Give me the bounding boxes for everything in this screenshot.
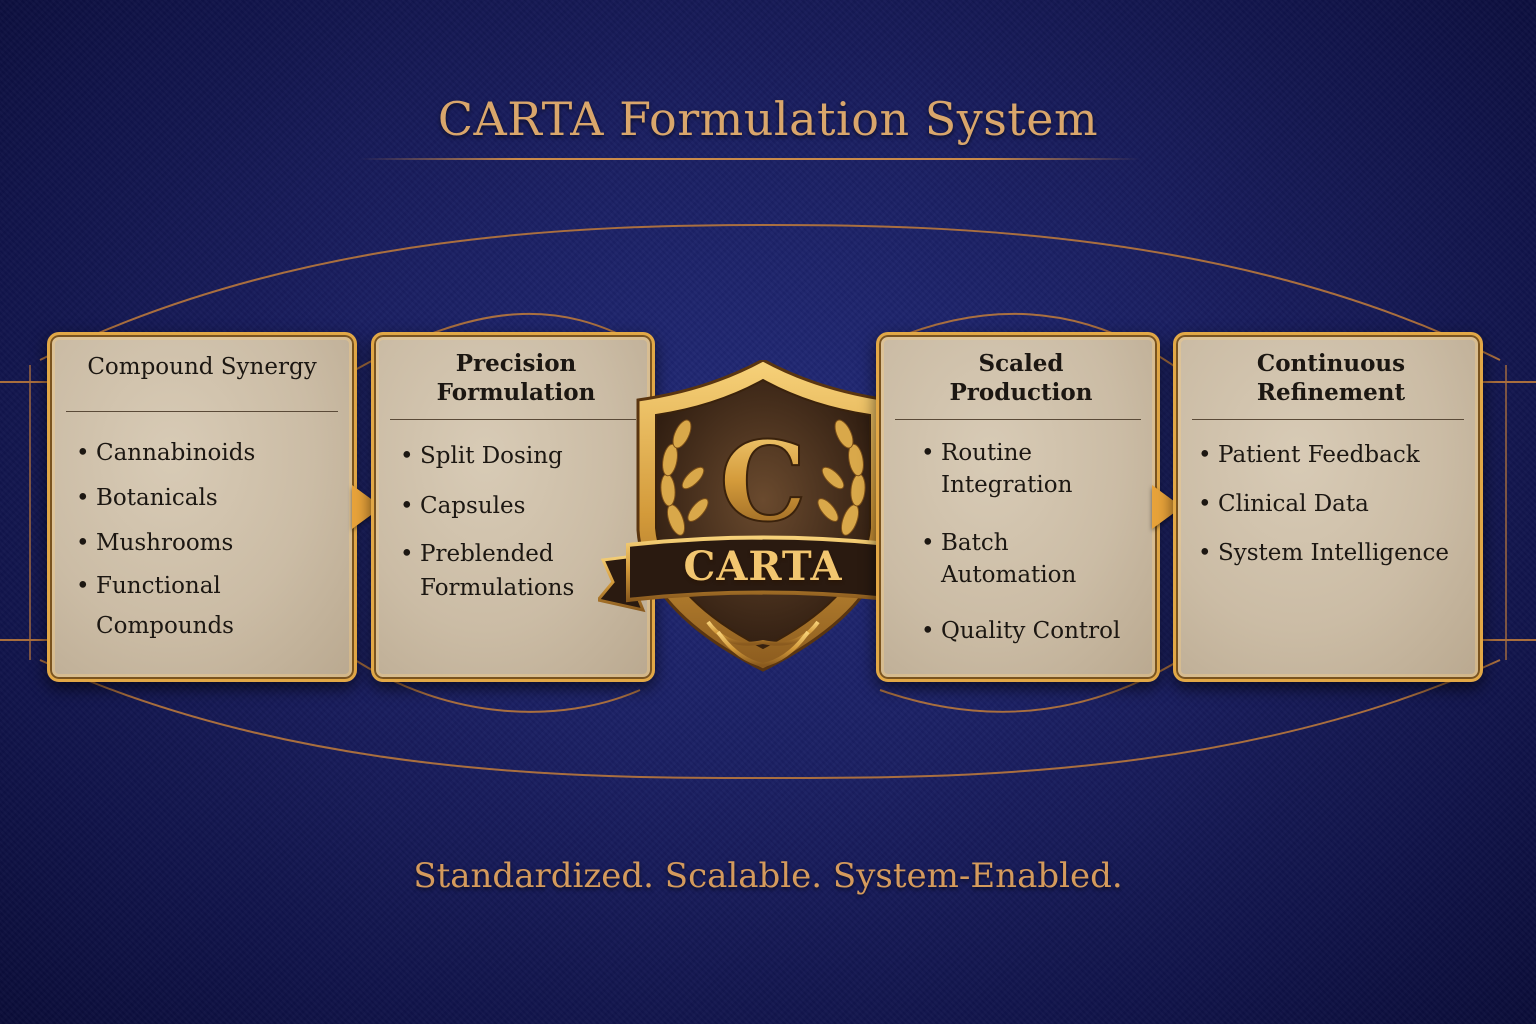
carta-emblem: C CARTA bbox=[595, 358, 931, 680]
card-list: Routine Integration Batch Automation Qua… bbox=[919, 437, 1149, 647]
card-header: Precision Formulation bbox=[436, 350, 596, 406]
card-list: Patient Feedback Clinical Data System In… bbox=[1196, 439, 1472, 569]
list-item: Preblended Formulations bbox=[398, 537, 610, 605]
emblem-letter: C bbox=[719, 417, 807, 546]
card-header: Continuous Refinement bbox=[1256, 350, 1406, 406]
list-item: Patient Feedback bbox=[1196, 439, 1472, 471]
page-title: CARTA Formulation System bbox=[437, 92, 1099, 146]
card-header: Scaled Production bbox=[949, 350, 1093, 406]
list-item: Cannabinoids bbox=[74, 431, 346, 476]
list-item: System Intelligence bbox=[1196, 537, 1472, 569]
card-list: Split Dosing Capsules Preblended Formula… bbox=[398, 439, 644, 605]
card-list: Cannabinoids Botanicals Mushrooms Functi… bbox=[74, 431, 346, 646]
list-item: Batch Automation bbox=[919, 527, 1091, 591]
emblem-banner: CARTA bbox=[683, 543, 843, 590]
shield-icon: C bbox=[595, 358, 931, 672]
list-item: Split Dosing bbox=[398, 439, 644, 473]
list-item: Mushrooms bbox=[74, 521, 346, 566]
card-scaled-production: Scaled Production Routine Integration Ba… bbox=[876, 332, 1160, 682]
card-continuous-refinement: Continuous Refinement Patient Feedback C… bbox=[1173, 332, 1483, 682]
card-divider bbox=[1192, 419, 1464, 420]
list-item: Quality Control bbox=[919, 615, 1149, 647]
card-compound-synergy: Compound Synergy Cannabinoids Botanicals… bbox=[47, 332, 357, 682]
tagline: Standardized. Scalable. System-Enabled. bbox=[413, 856, 1123, 896]
title-divider bbox=[360, 158, 1140, 160]
card-divider bbox=[390, 419, 636, 420]
list-item: Capsules bbox=[398, 489, 644, 523]
list-item: Clinical Data bbox=[1196, 488, 1472, 520]
card-divider bbox=[66, 411, 338, 412]
card-divider bbox=[895, 419, 1141, 420]
list-item: Functional Compounds bbox=[74, 566, 266, 646]
list-item: Botanicals bbox=[74, 476, 346, 521]
list-item: Routine Integration bbox=[919, 437, 1091, 501]
card-header: Compound Synergy bbox=[87, 354, 317, 380]
card-precision-formulation: Precision Formulation Split Dosing Capsu… bbox=[371, 332, 655, 682]
